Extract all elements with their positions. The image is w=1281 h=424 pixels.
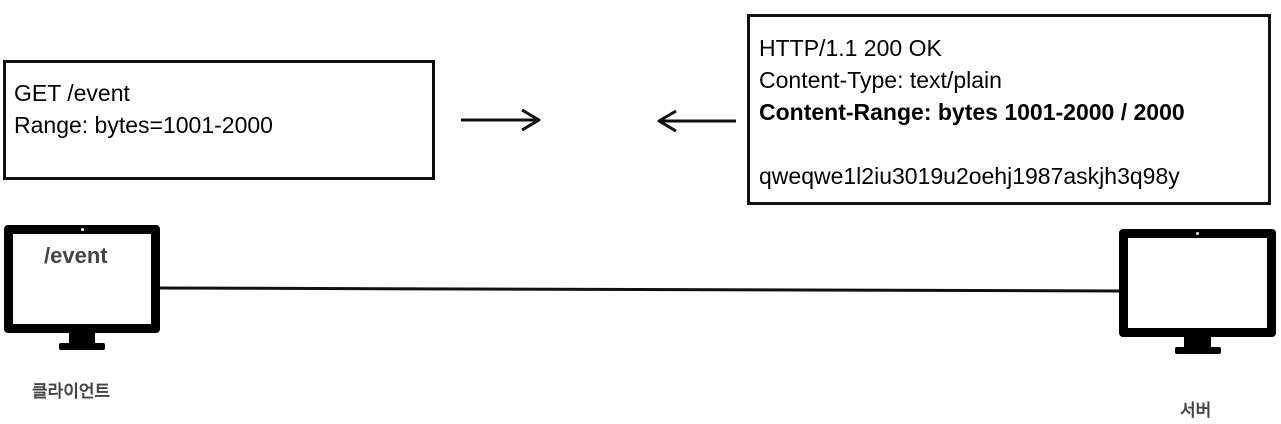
client-screen-url: /event bbox=[44, 243, 108, 268]
connection-line bbox=[156, 286, 1122, 293]
response-arrow bbox=[657, 109, 736, 133]
request-line: GET /event bbox=[14, 80, 130, 106]
response-message-box: HTTP/1.1 200 OK Content-Type: text/plain… bbox=[747, 14, 1271, 205]
request-range-header: Range: bytes=1001-2000 bbox=[14, 112, 273, 138]
client-monitor-icon bbox=[4, 225, 160, 352]
response-content-range-header: Content-Range: bytes 1001-2000 / 2000 bbox=[759, 99, 1185, 125]
server-monitor-icon bbox=[1119, 229, 1276, 356]
request-arrow bbox=[461, 108, 541, 132]
server-label: 서버 bbox=[1180, 401, 1212, 421]
response-content-type-header: Content-Type: text/plain bbox=[759, 67, 1002, 93]
response-status-line: HTTP/1.1 200 OK bbox=[759, 35, 942, 61]
client-label: 클라이언트 bbox=[32, 382, 111, 402]
request-message-box: GET /event Range: bytes=1001-2000 bbox=[3, 60, 435, 180]
response-body: qweqwe1l2iu3019u2oehj1987askjh3q98y bbox=[759, 163, 1180, 189]
